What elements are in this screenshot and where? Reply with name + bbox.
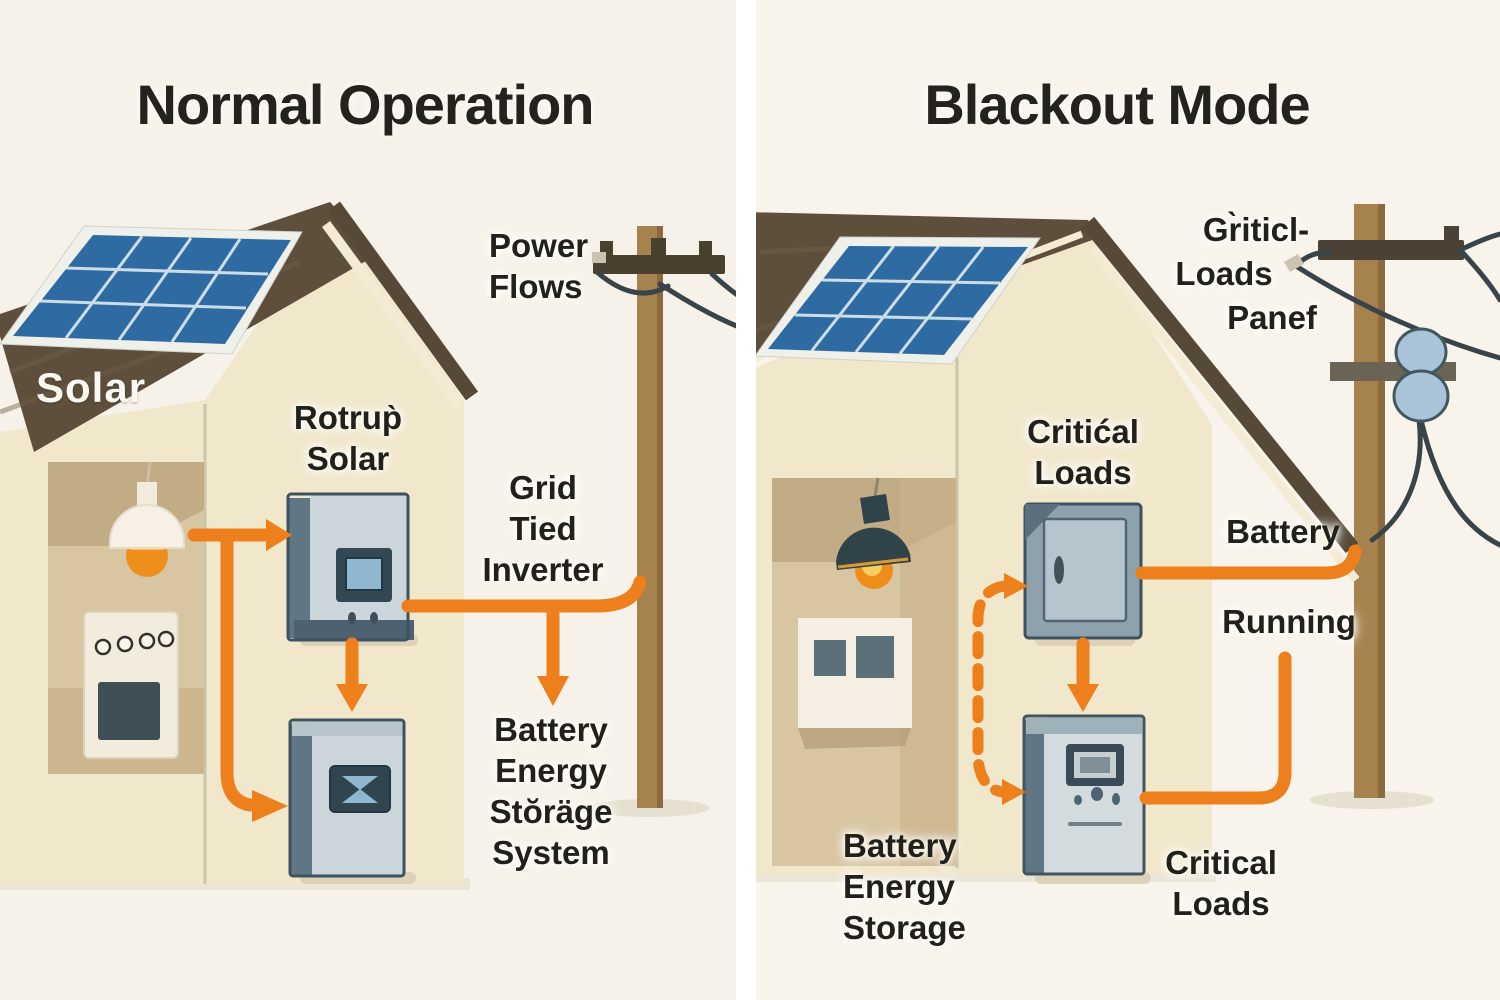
- left-panel-illustration: [0, 201, 750, 890]
- pole-ground-shadow-right: [1310, 791, 1434, 809]
- battery-label: Battery: [1226, 513, 1340, 550]
- dashed-backup-flow: [972, 580, 1010, 798]
- power-flows-label: Power Flows: [489, 227, 589, 305]
- grid-tied-inverter-icon: [286, 492, 418, 646]
- lamp-off-icon: [836, 477, 911, 589]
- battery-energy-storage-label: Battery Energy Storage: [843, 827, 966, 946]
- utility-pole-icon: [592, 226, 750, 808]
- critical-loads-gable-label: Critićal Loads: [1027, 413, 1139, 491]
- critical-loads-bottom-label: Critical Loads: [1165, 844, 1277, 922]
- battery-meter-icon: [1022, 714, 1151, 884]
- battery-storage-icon: [288, 718, 416, 884]
- right-panel-illustration: [750, 0, 1500, 1000]
- battery-energy-storage-system-label: Battery Energy Stŏräge System: [489, 711, 613, 871]
- stove-icon: [83, 611, 179, 759]
- rooftop-solar-label: Rotrup̀ Solar: [293, 399, 403, 477]
- panel-title-normal-operation: Normal Operation: [136, 73, 595, 136]
- grid-tied-inverter-label: Grid Tied Inverter: [482, 469, 604, 588]
- solar-roof-label: Solar: [36, 364, 147, 411]
- power-flow-arrowheads-left: [252, 519, 569, 822]
- solar-panel-array-right: [754, 236, 1041, 365]
- panel-divider: [736, 0, 756, 1000]
- power-flow-arrows-left: [187, 528, 647, 812]
- power-lines-right: [1293, 231, 1500, 548]
- power-flow-arrowheads-right: [1002, 573, 1099, 805]
- house-right: [750, 230, 1212, 875]
- solar-panel-array-left: [0, 225, 303, 355]
- wall-panel-icon: [798, 618, 912, 749]
- power-flow-arrows-right: [972, 544, 1362, 805]
- running-label: Running: [1222, 603, 1356, 640]
- lamp-icon: [109, 461, 185, 577]
- critical-loads-panel-label-line2: Loads: [1175, 255, 1273, 292]
- critical-loads-panel-label-line3: Panef: [1227, 299, 1317, 336]
- utility-pole-transformer-icon: [1284, 204, 1500, 798]
- panel-title-blackout-mode: Blackout Mode: [924, 73, 1310, 136]
- critical-loads-panel-label-line1: Gr̀iticl-: [1202, 211, 1310, 248]
- critical-loads-panel-icon: [1023, 502, 1143, 646]
